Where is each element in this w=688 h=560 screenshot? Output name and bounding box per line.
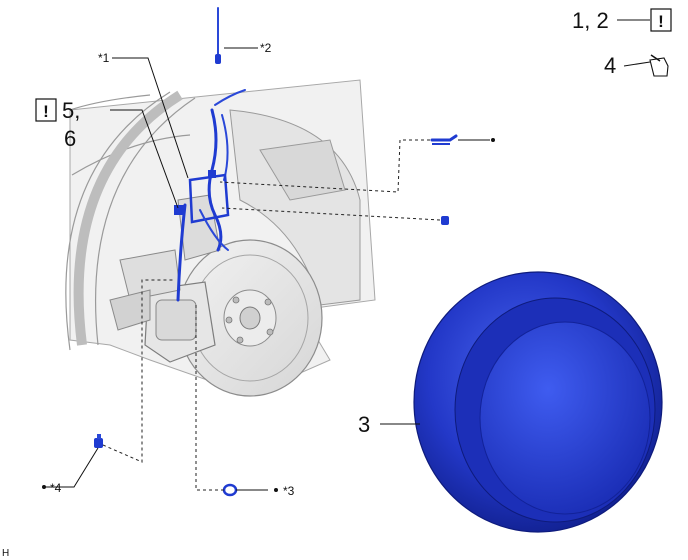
star-label-2: *2 (260, 41, 272, 55)
brake-disc-rotor (177, 239, 323, 397)
speed-sensor-harness (174, 7, 246, 302)
wheel-tire (413, 271, 663, 533)
bolt-part-lower-left (94, 434, 103, 448)
figure-code: H (2, 548, 9, 559)
caution-mark: ! (658, 12, 664, 31)
callout-3: 3 (358, 412, 370, 437)
nut-part-lower (222, 483, 238, 497)
star-label-3: *3 (283, 484, 295, 498)
leader-lines (44, 19, 651, 491)
star-label-4: *4 (50, 481, 62, 495)
callout-1-2: 1, 2 (572, 8, 609, 33)
callout-5: 5, (62, 98, 80, 123)
callout-6: 6 (64, 126, 76, 151)
caution-box-left: ! (35, 98, 57, 122)
callout-4: 4 (604, 53, 616, 78)
clip-part (430, 134, 458, 145)
reference-dots (42, 138, 495, 492)
star-label-1: *1 (98, 51, 110, 65)
bolt-part (441, 216, 449, 225)
caution-box-top-right: ! (650, 8, 672, 32)
caution-mark-left: ! (43, 102, 49, 121)
brake-caliper-assembly (109, 194, 221, 363)
grease-icon (649, 54, 669, 77)
